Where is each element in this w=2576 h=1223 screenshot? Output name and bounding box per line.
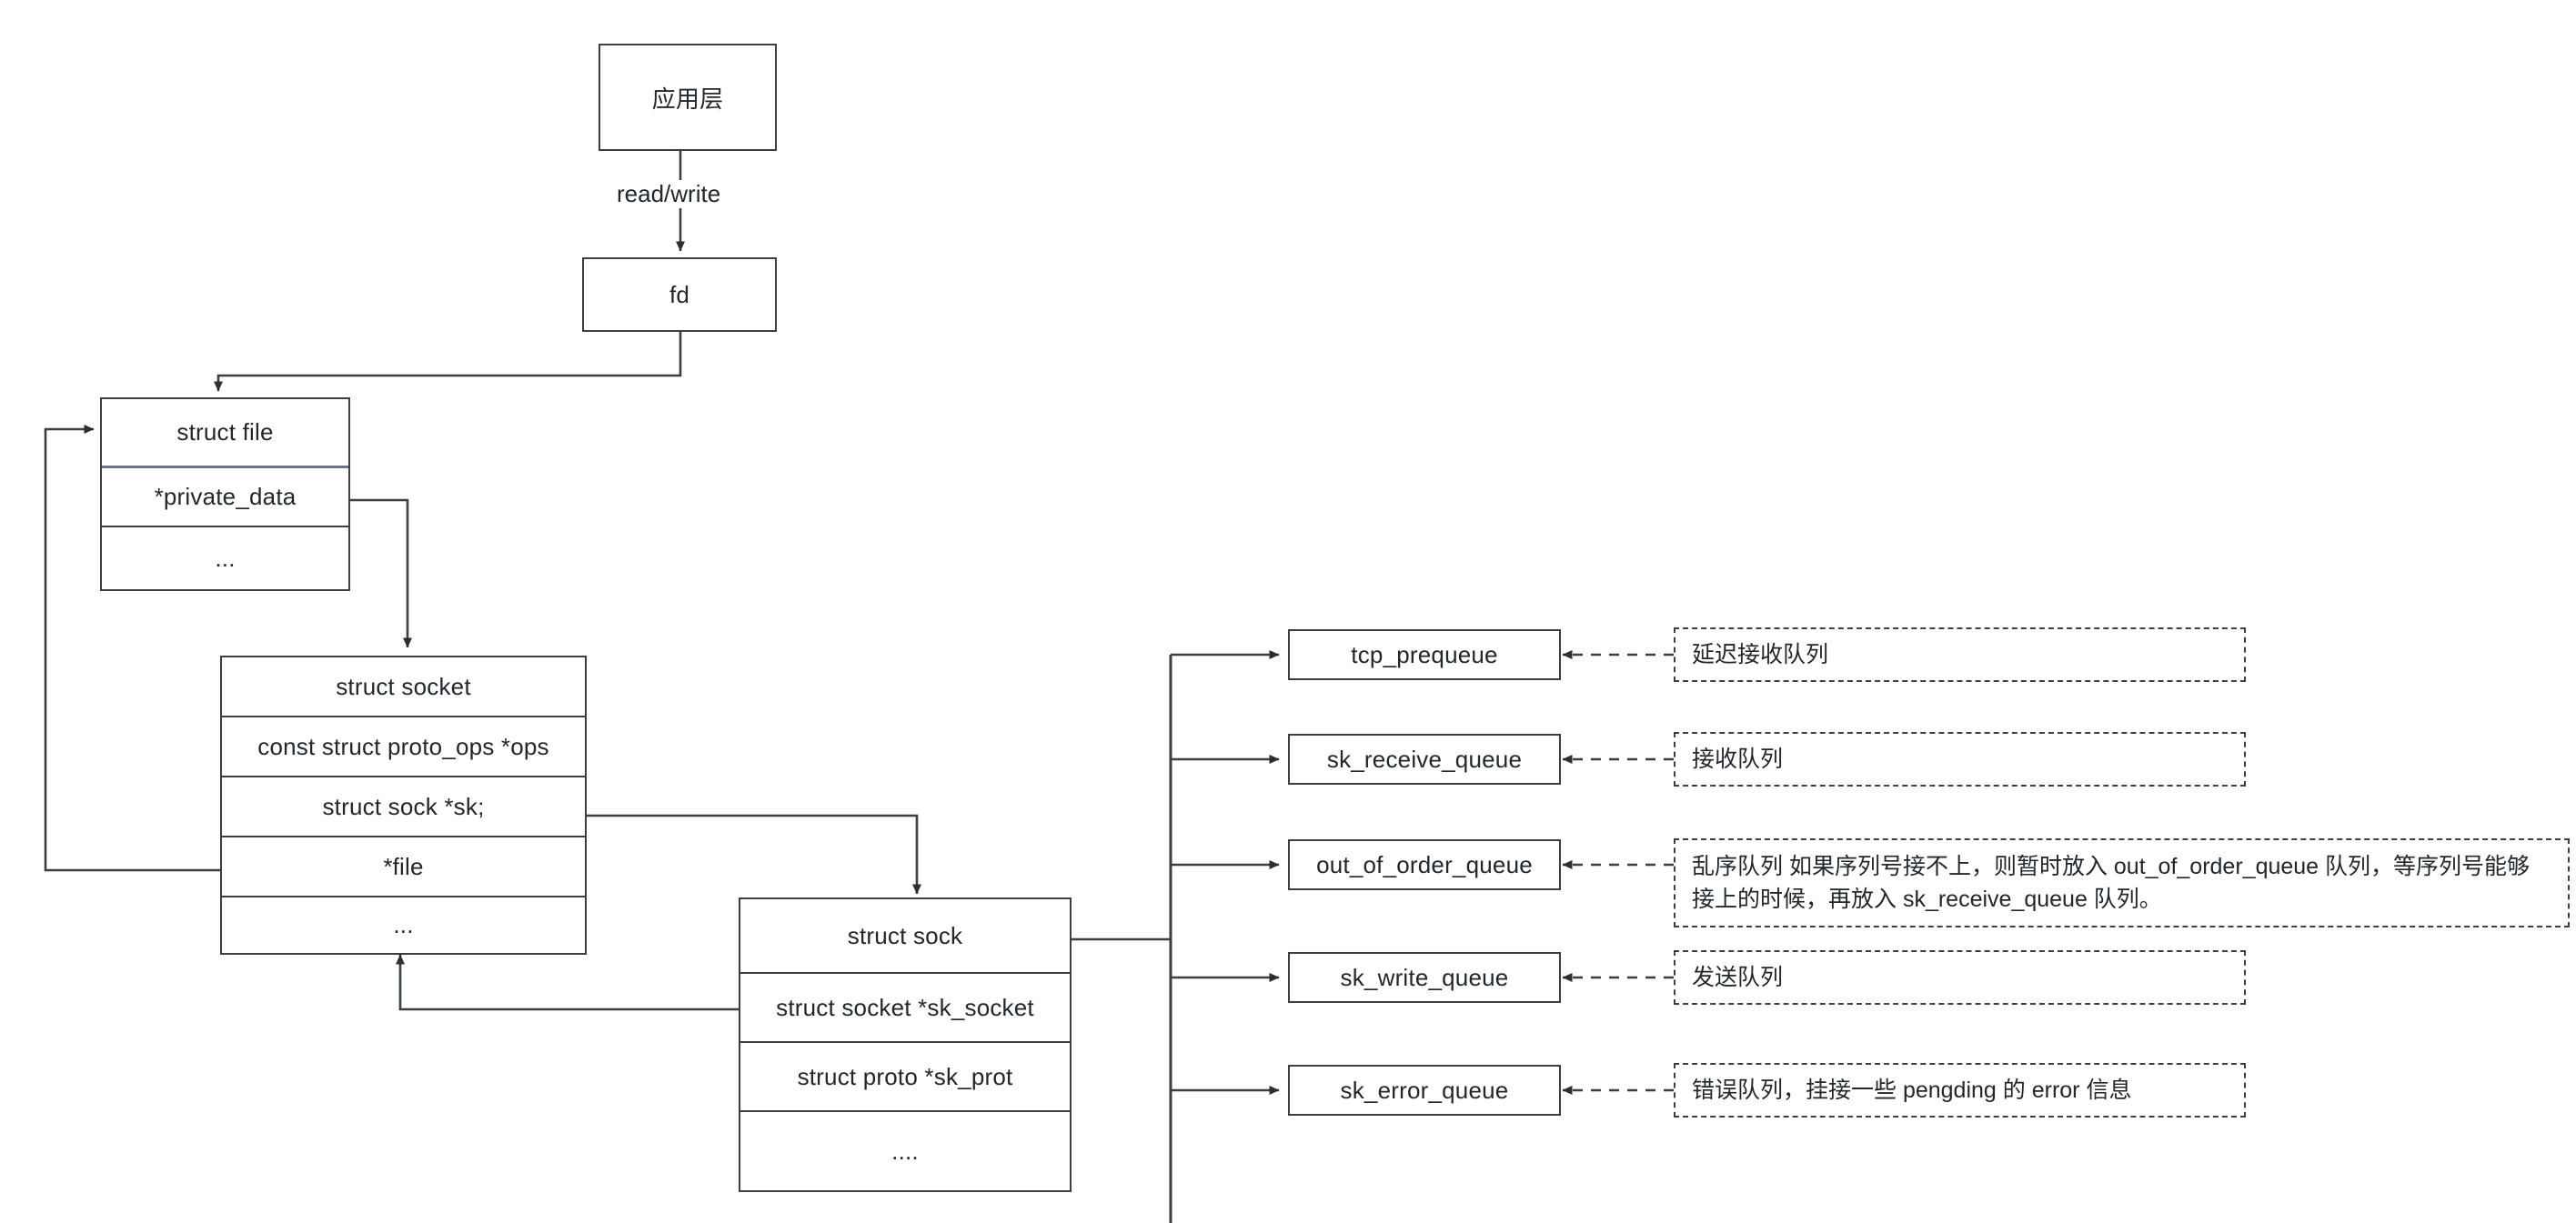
node-queue-sk-error-queue[interactable]: sk_error_queue (1288, 1065, 1561, 1116)
wire-fd-to-file (214, 332, 682, 392)
struct-file-field-private-data: *private_data (102, 466, 348, 526)
note-sk-error-queue: 错误队列，挂接一些 pengding 的 error 信息 (1674, 1063, 2246, 1118)
node-app-layer[interactable]: 应用层 (599, 44, 777, 151)
node-queue-sk-receive-queue[interactable]: sk_receive_queue (1288, 734, 1561, 785)
wire-sksocket-to-socket (396, 954, 739, 1011)
node-queue-sk-write-queue[interactable]: sk_write_queue (1288, 952, 1561, 1003)
wire-privatedata-to-socket (350, 498, 412, 648)
edge-label-read-write: read/write (611, 180, 727, 208)
node-struct-sock[interactable]: struct sock struct socket *sk_socket str… (739, 897, 1072, 1192)
queue-label-sk-error-queue: sk_error_queue (1340, 1076, 1509, 1104)
struct-socket-field-file: *file (222, 836, 585, 896)
struct-sock-field-sk-socket: struct socket *sk_socket (740, 972, 1070, 1041)
queue-label-sk-receive-queue: sk_receive_queue (1326, 745, 1523, 773)
fd-label: fd (669, 280, 690, 308)
node-struct-file[interactable]: struct file *private_data ... (100, 397, 350, 591)
note-sk-receive-queue: 接收队列 (1674, 732, 2246, 787)
struct-file-title: struct file (176, 418, 274, 446)
struct-socket-field-ellipsis: ... (222, 896, 585, 953)
struct-socket-field-sk: struct sock *sk; (222, 776, 585, 836)
node-fd[interactable]: fd (582, 257, 777, 332)
struct-socket-field-ops: const struct proto_ops *ops (222, 716, 585, 776)
note-sk-write-queue: 发送队列 (1674, 950, 2246, 1005)
queue-label-tcp-prequeue: tcp_prequeue (1351, 640, 1498, 668)
app-layer-label: 应用层 (651, 85, 724, 113)
note-tcp-prequeue: 延迟接收队列 (1674, 627, 2246, 682)
queue-label-out-of-order-queue: out_of_order_queue (1316, 850, 1533, 878)
node-queue-out-of-order-queue[interactable]: out_of_order_queue (1288, 839, 1561, 890)
wire-sk-to-sock (587, 814, 921, 895)
struct-file-field-ellipsis: ... (102, 526, 348, 589)
queue-label-sk-write-queue: sk_write_queue (1340, 963, 1509, 991)
node-queue-tcp-prequeue[interactable]: tcp_prequeue (1288, 629, 1561, 680)
struct-socket-title: struct socket (336, 672, 471, 700)
struct-sock-field-sk-prot: struct proto *sk_prot (740, 1041, 1070, 1110)
struct-sock-field-ellipsis: .... (740, 1110, 1070, 1190)
node-struct-socket[interactable]: struct socket const struct proto_ops *op… (220, 656, 587, 955)
note-out-of-order-queue: 乱序队列 如果序列号接不上，则暂时放入 out_of_order_queue 队… (1674, 838, 2570, 927)
struct-sock-title: struct sock (847, 921, 963, 949)
